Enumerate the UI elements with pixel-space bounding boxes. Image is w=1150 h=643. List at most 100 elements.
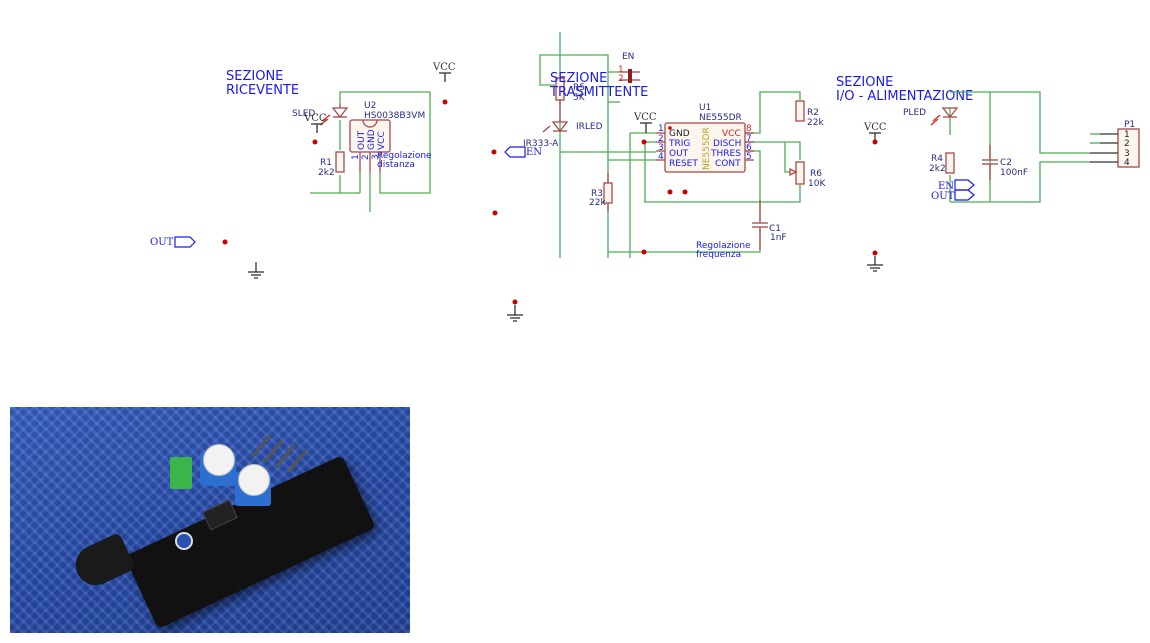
svg-text:NE555DR: NE555DR — [702, 127, 712, 170]
section-title-transmitter-1: SEZIONE — [550, 71, 607, 86]
resistor-r4: R4 2k2 — [929, 152, 955, 174]
resistor-r5: R5 5K — [555, 77, 586, 112]
trimmer-pot-2 — [235, 464, 271, 506]
junction-dot — [512, 299, 518, 305]
svg-text:2k2: 2k2 — [318, 168, 335, 178]
vcc-symbol-sled: VCC — [303, 113, 327, 133]
svg-text:1nF: 1nF — [770, 233, 787, 243]
svg-text:R6: R6 — [810, 169, 822, 179]
potentiometer-r6: R6 10K — [789, 161, 826, 189]
note-regolazione-distanza-1: Regolazione — [377, 151, 432, 161]
svg-text:6: 6 — [746, 143, 752, 153]
vcc-symbol-receiver: VCC — [432, 62, 456, 82]
svg-text:1: 1 — [618, 65, 624, 75]
section-title-io-1: SEZIONE — [836, 75, 893, 90]
junction-dot — [682, 189, 688, 195]
schematic: SEZIONE RICEVENTE VCC SLED VCC R1 2k2 — [150, 32, 1140, 322]
svg-text:EN: EN — [622, 52, 634, 62]
svg-text:22k: 22k — [807, 118, 824, 128]
junction-dot — [641, 249, 647, 255]
ic-u2-hs0038: U2 HS0038B3VM OUT GND VCC 1 2 3 — [349, 101, 425, 173]
junction-dot — [442, 99, 448, 105]
svg-text:DISCH: DISCH — [713, 139, 741, 149]
section-title-receiver-2: RICEVENTE — [226, 83, 299, 98]
svg-text:5K: 5K — [573, 93, 586, 103]
svg-text:1: 1 — [658, 124, 664, 134]
vcc-symbol-transmitter: VCC — [633, 112, 657, 133]
global-label-en-io: EN — [938, 179, 975, 192]
svg-text:NE555DR: NE555DR — [699, 113, 742, 123]
svg-text:VCC: VCC — [863, 122, 887, 133]
svg-text:2: 2 — [658, 134, 664, 144]
mounting-hole — [175, 532, 193, 550]
svg-text:3: 3 — [371, 154, 381, 160]
gnd-symbol-io — [867, 256, 883, 272]
note-regolazione-frequenza-2: frequenza — [696, 250, 741, 260]
svg-text:HS0038B3VM: HS0038B3VM — [364, 111, 425, 121]
svg-text:R4: R4 — [931, 154, 943, 164]
global-label-out-io: OUT — [931, 189, 975, 202]
svg-text:4: 4 — [658, 152, 664, 162]
global-label-out: OUT — [150, 236, 196, 248]
gnd-symbol-transmitter — [507, 305, 523, 322]
svg-text:OUT: OUT — [669, 149, 689, 159]
capacitor-c1: C1 1nF — [752, 200, 787, 250]
svg-text:OUT: OUT — [150, 237, 174, 248]
svg-text:22k: 22k — [589, 198, 606, 208]
svg-text:2: 2 — [361, 154, 371, 160]
gnd-symbol-receiver — [248, 262, 264, 279]
svg-text:1: 1 — [1124, 130, 1130, 140]
svg-text:PLED: PLED — [903, 108, 926, 118]
junction-dot — [492, 210, 498, 216]
svg-text:2: 2 — [618, 74, 624, 84]
svg-text:IR333-A: IR333-A — [523, 139, 559, 149]
header-pin — [287, 449, 308, 473]
svg-text:OUT: OUT — [357, 130, 367, 150]
note-regolazione-distanza-2: distanza — [377, 160, 415, 170]
svg-text:VCC: VCC — [432, 62, 456, 73]
svg-text:4: 4 — [1124, 158, 1130, 168]
junction-dot — [872, 139, 878, 145]
wires-receiver — [310, 91, 431, 212]
junction-dot — [222, 239, 228, 245]
svg-text:OUT: OUT — [931, 191, 955, 202]
svg-text:2k2: 2k2 — [929, 164, 946, 174]
svg-text:THRES: THRES — [710, 149, 741, 159]
svg-text:EN: EN — [526, 147, 542, 158]
section-title-io-2: I/O - ALIMENTAZIONE — [836, 89, 973, 104]
svg-text:R2: R2 — [807, 108, 819, 118]
svg-text:VCC: VCC — [722, 129, 741, 139]
svg-text:2: 2 — [1124, 139, 1130, 149]
svg-text:U2: U2 — [364, 101, 376, 111]
connector-p1: P1 1 2 3 4 — [1090, 120, 1140, 168]
led-pled: PLED — [903, 107, 959, 126]
svg-text:RESET: RESET — [669, 159, 698, 169]
svg-text:U1: U1 — [699, 103, 711, 113]
svg-text:5: 5 — [746, 152, 752, 162]
svg-text:10K: 10K — [808, 179, 826, 189]
svg-text:R5: R5 — [573, 83, 585, 93]
svg-text:3: 3 — [658, 143, 664, 153]
svg-text:7: 7 — [746, 134, 752, 144]
junction-dot — [641, 139, 647, 145]
svg-text:8: 8 — [746, 124, 752, 134]
led-irled: IRLED IR333-A — [523, 112, 603, 149]
vcc-symbol-io: VCC — [863, 122, 887, 142]
svg-text:CONT: CONT — [715, 159, 741, 169]
ic-u1-ne555: U1 NE555DR NE555DR 1 2 3 4 GND TRIG OUT … — [656, 103, 754, 173]
svg-text:VCC: VCC — [303, 113, 327, 124]
svg-text:R1: R1 — [320, 158, 332, 168]
global-label-en: EN — [504, 146, 542, 158]
resistor-r3: R3 22k — [589, 173, 613, 212]
capacitor-c2: C2 100nF — [982, 145, 1028, 180]
jumper-component — [170, 457, 192, 489]
trimmer-pot-1 — [200, 444, 236, 486]
svg-text:IRLED: IRLED — [576, 122, 603, 132]
svg-text:GND: GND — [367, 129, 377, 150]
svg-text:VCC: VCC — [633, 112, 657, 123]
svg-text:GND: GND — [669, 129, 690, 139]
svg-text:C1: C1 — [769, 224, 781, 234]
resistor-r2: R2 22k — [795, 100, 824, 128]
resistor-r1: R1 2k2 — [318, 151, 345, 178]
svg-text:1: 1 — [351, 154, 361, 160]
